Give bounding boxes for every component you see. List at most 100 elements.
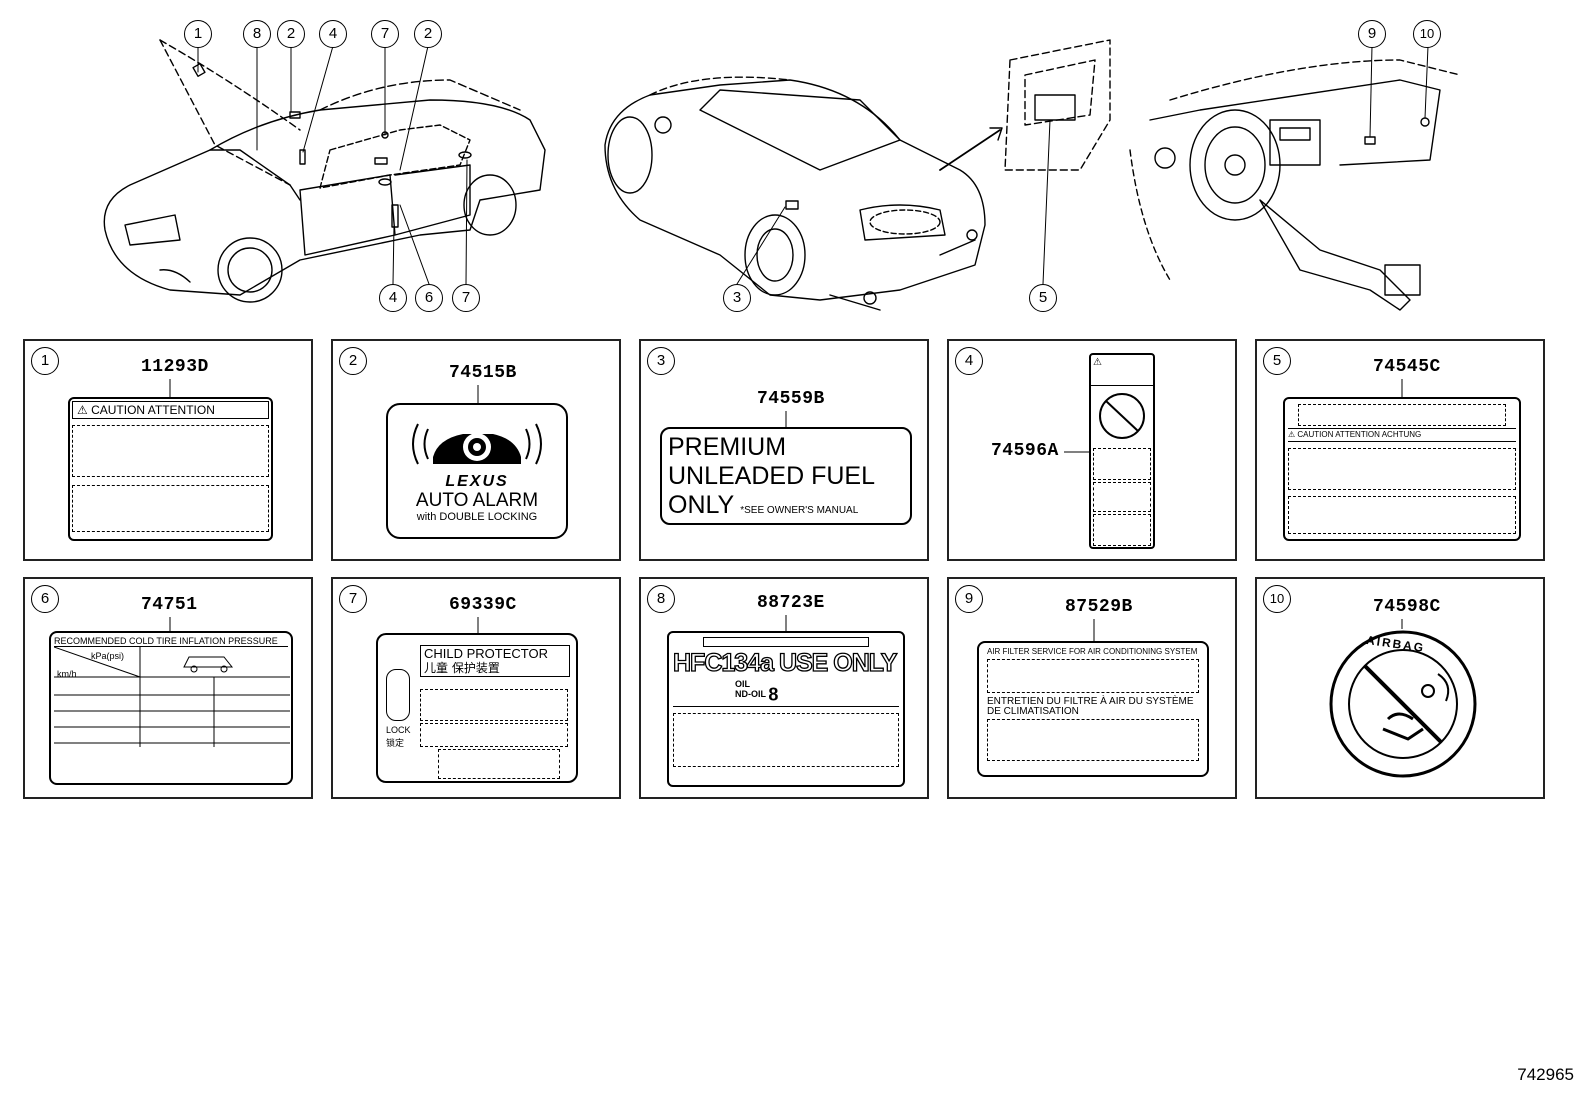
panel-number: 9 xyxy=(955,585,983,613)
callout-7b: 7 xyxy=(452,284,480,312)
trunk-lid-inset xyxy=(1004,39,1111,171)
interior-leader-lines xyxy=(1369,45,1429,138)
callout-6: 6 xyxy=(415,284,443,312)
panel-number: 2 xyxy=(339,347,367,375)
label-text-block xyxy=(438,749,560,779)
leader-line xyxy=(1064,451,1089,453)
callout-2: 2 xyxy=(277,20,305,48)
callout-4b: 4 xyxy=(379,284,407,312)
car2-leader-lines xyxy=(736,119,1051,285)
callout-2b: 2 xyxy=(414,20,442,48)
car1-leader-lines xyxy=(197,45,468,285)
panel-8: 8 88723E HFC134a USE ONLY OIL ND-OIL 8 xyxy=(639,577,929,799)
caution-header: ⚠ CAUTION ATTENTION xyxy=(72,401,269,419)
part-code: 74751 xyxy=(141,595,198,615)
panel-2: 2 74515B LEXUS AUTO ALARM with DOUBLE LO… xyxy=(331,339,621,561)
callout-1: 1 xyxy=(184,20,212,48)
oil-number: 8 xyxy=(768,684,779,705)
child-protector-cn: 儿童 保护装置 xyxy=(424,661,500,675)
leader-line xyxy=(785,411,787,427)
oil-label: OIL xyxy=(735,679,750,689)
label-text-block xyxy=(72,485,269,532)
leader-line xyxy=(477,385,479,403)
panel-number: 10 xyxy=(1263,585,1291,613)
child-protector-label: CHILD PROTECTOR 儿童 保护装置 LOCK 锁定 xyxy=(376,633,578,783)
oil-type: ND-OIL xyxy=(735,689,766,699)
panel-6: 6 74751 RECOMMENDED COLD TIRE INFLATION … xyxy=(23,577,313,799)
caution-header: ⚠ CAUTION ATTENTION ACHTUNG xyxy=(1288,428,1516,442)
label-text-block xyxy=(420,723,568,747)
label-text-block xyxy=(703,637,869,647)
warning-header: ⚠ xyxy=(1091,355,1153,386)
part-code: 74545C xyxy=(1373,357,1441,377)
leader-line xyxy=(1401,619,1403,629)
panel-number: 5 xyxy=(1263,347,1291,375)
label-text-block xyxy=(1093,482,1151,512)
lock-text-cn: 锁定 xyxy=(386,739,405,749)
callout-9: 9 xyxy=(1358,20,1386,48)
leader-line xyxy=(1401,379,1403,397)
part-code: 87529B xyxy=(1065,597,1133,617)
refrigerant-title: HFC134a USE ONLY xyxy=(672,648,898,677)
car-rear-view xyxy=(604,76,1003,311)
panel-9: 9 87529B AIR FILTER SERVICE FOR AIR COND… xyxy=(947,577,1237,799)
alarm-title: AUTO ALARM xyxy=(415,490,539,511)
fuel-line-2: UNLEADED FUEL xyxy=(668,462,875,490)
no-child-seat-icon xyxy=(1099,393,1145,439)
panel-number: 1 xyxy=(31,347,59,375)
child-protector-title: CHILD PROTECTOR xyxy=(424,646,548,661)
auto-alarm-label: LEXUS AUTO ALARM with DOUBLE LOCKING xyxy=(386,403,568,539)
callout-4: 4 xyxy=(319,20,347,48)
panel-3: 3 74559B PREMIUM UNLEADED FUEL ONLY*SEE … xyxy=(639,339,929,561)
document-number: 742965 xyxy=(1517,1065,1574,1084)
panel-1: 1 11293D ⚠ CAUTION ATTENTION xyxy=(23,339,313,561)
lock-text: LOCK xyxy=(386,725,411,735)
label-text-block xyxy=(987,719,1199,761)
callout-3: 3 xyxy=(723,284,751,312)
part-code: 74596A xyxy=(991,441,1059,461)
part-code: 69339C xyxy=(449,595,517,615)
unit-speed: km/h xyxy=(57,669,77,679)
label-text-block xyxy=(1093,448,1151,480)
leader-line xyxy=(169,379,171,397)
vehicle-illustrations xyxy=(103,39,1461,311)
panel-number: 8 xyxy=(647,585,675,613)
part-code: 11293D xyxy=(141,357,209,377)
fuel-line-1: PREMIUM xyxy=(668,433,787,461)
panel-number: 6 xyxy=(31,585,59,613)
part-code: 74515B xyxy=(449,363,517,383)
vertical-warning-label: ⚠ xyxy=(1089,353,1155,549)
leader-line xyxy=(785,615,787,631)
unit-pressure: kPa(psi) xyxy=(91,651,125,661)
label-text-block xyxy=(1298,404,1506,426)
caution-label: ⚠ CAUTION ATTENTION xyxy=(68,397,273,541)
part-code: 74598C xyxy=(1373,597,1441,617)
alarm-car-icon xyxy=(412,423,542,465)
caution-multilang-label: ⚠ CAUTION ATTENTION ACHTUNG xyxy=(1283,397,1521,541)
label-text-block xyxy=(1288,496,1516,534)
label-text-block xyxy=(673,712,899,767)
tire-title: RECOMMENDED COLD TIRE INFLATION PRESSURE xyxy=(54,636,288,647)
leader-line xyxy=(477,617,479,633)
panel-number: 4 xyxy=(955,347,983,375)
panel-4: 4 74596A ⚠ xyxy=(947,339,1237,561)
part-code: 88723E xyxy=(757,593,825,613)
tire-pressure-table xyxy=(54,647,290,747)
refrigerant-label: HFC134a USE ONLY OIL ND-OIL 8 xyxy=(667,631,905,787)
leader-line xyxy=(169,617,171,631)
panel-7: 7 69339C CHILD PROTECTOR 儿童 保护装置 LOCK 锁定 xyxy=(331,577,621,799)
label-text-block xyxy=(1288,448,1516,490)
label-text-block xyxy=(72,425,269,477)
air-filter-label: AIR FILTER SERVICE FOR AIR CONDITIONING … xyxy=(977,641,1209,777)
callout-10: 10 xyxy=(1413,20,1441,48)
panel-number: 3 xyxy=(647,347,675,375)
label-text-block xyxy=(987,659,1199,693)
car-front-view xyxy=(103,39,546,303)
callout-8: 8 xyxy=(243,20,271,48)
brand-text: LEXUS xyxy=(445,473,509,490)
panel-10: 10 74598C AIRBAG xyxy=(1255,577,1545,799)
interior-view xyxy=(1129,59,1461,311)
tire-pressure-label: RECOMMENDED COLD TIRE INFLATION PRESSURE… xyxy=(49,631,293,785)
air-filter-en: AIR FILTER SERVICE FOR AIR CONDITIONING … xyxy=(987,647,1198,656)
callout-7: 7 xyxy=(371,20,399,48)
